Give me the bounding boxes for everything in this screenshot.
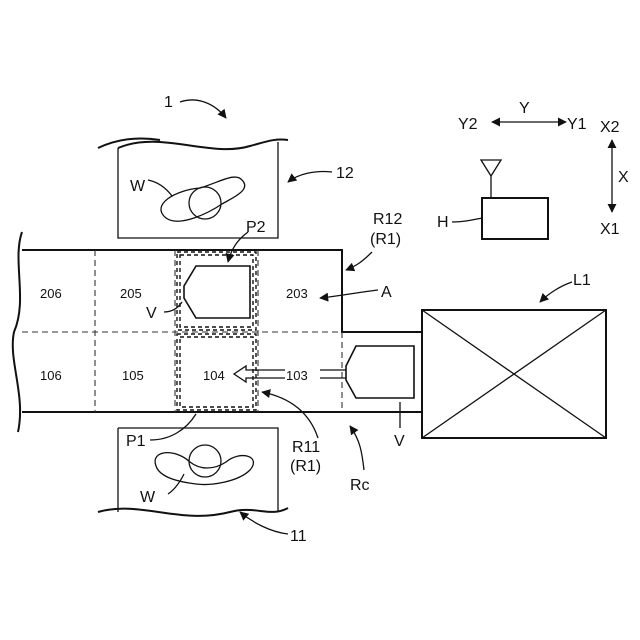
axis-x1-label: X1: [600, 221, 620, 238]
cell-205: 205: [120, 286, 142, 301]
vehicle-upper: [184, 266, 250, 318]
label-r11: R11: [292, 439, 320, 456]
label-h: H: [437, 214, 449, 231]
cell-104: 104: [203, 368, 225, 383]
cell-105: 105: [122, 368, 144, 383]
workpiece-upper: [161, 177, 245, 221]
loading-unit: [422, 310, 606, 438]
controller-h: [481, 160, 548, 239]
label-w-lower: W: [140, 489, 156, 506]
axis-indicator: Y Y2 Y1 X2 X X1: [458, 100, 629, 238]
label-1: 1: [164, 94, 173, 111]
label-l1: L1: [573, 272, 591, 289]
vehicle-lower: [346, 346, 414, 398]
label-p1: P1: [126, 433, 146, 450]
label-11: 11: [290, 528, 307, 545]
axis-y-label: Y: [519, 100, 530, 117]
workpiece-lower: [155, 445, 253, 484]
label-r11-sub: (R1): [290, 458, 321, 475]
label-12: 12: [336, 165, 354, 182]
label-r12-sub: (R1): [370, 231, 401, 248]
label-v-upper: V: [146, 305, 157, 322]
cell-106: 106: [40, 368, 62, 383]
axis-y1-label: Y1: [567, 116, 587, 133]
cell-103: 103: [286, 368, 308, 383]
label-a: A: [381, 284, 392, 301]
axis-y2-label: Y2: [458, 116, 478, 133]
reference-labels: 1 12 W P2 V R12 (R1) A L1 H V R11 (R1) R…: [126, 94, 591, 545]
label-p2: P2: [246, 219, 266, 236]
cell-206: 206: [40, 286, 62, 301]
axis-x2-label: X2: [600, 119, 620, 136]
axis-x-label: X: [618, 169, 629, 186]
label-r12: R12: [373, 211, 402, 228]
label-v-lower: V: [394, 433, 405, 450]
cell-203: 203: [286, 286, 308, 301]
label-rc: Rc: [350, 477, 370, 494]
label-w-upper: W: [130, 178, 146, 195]
